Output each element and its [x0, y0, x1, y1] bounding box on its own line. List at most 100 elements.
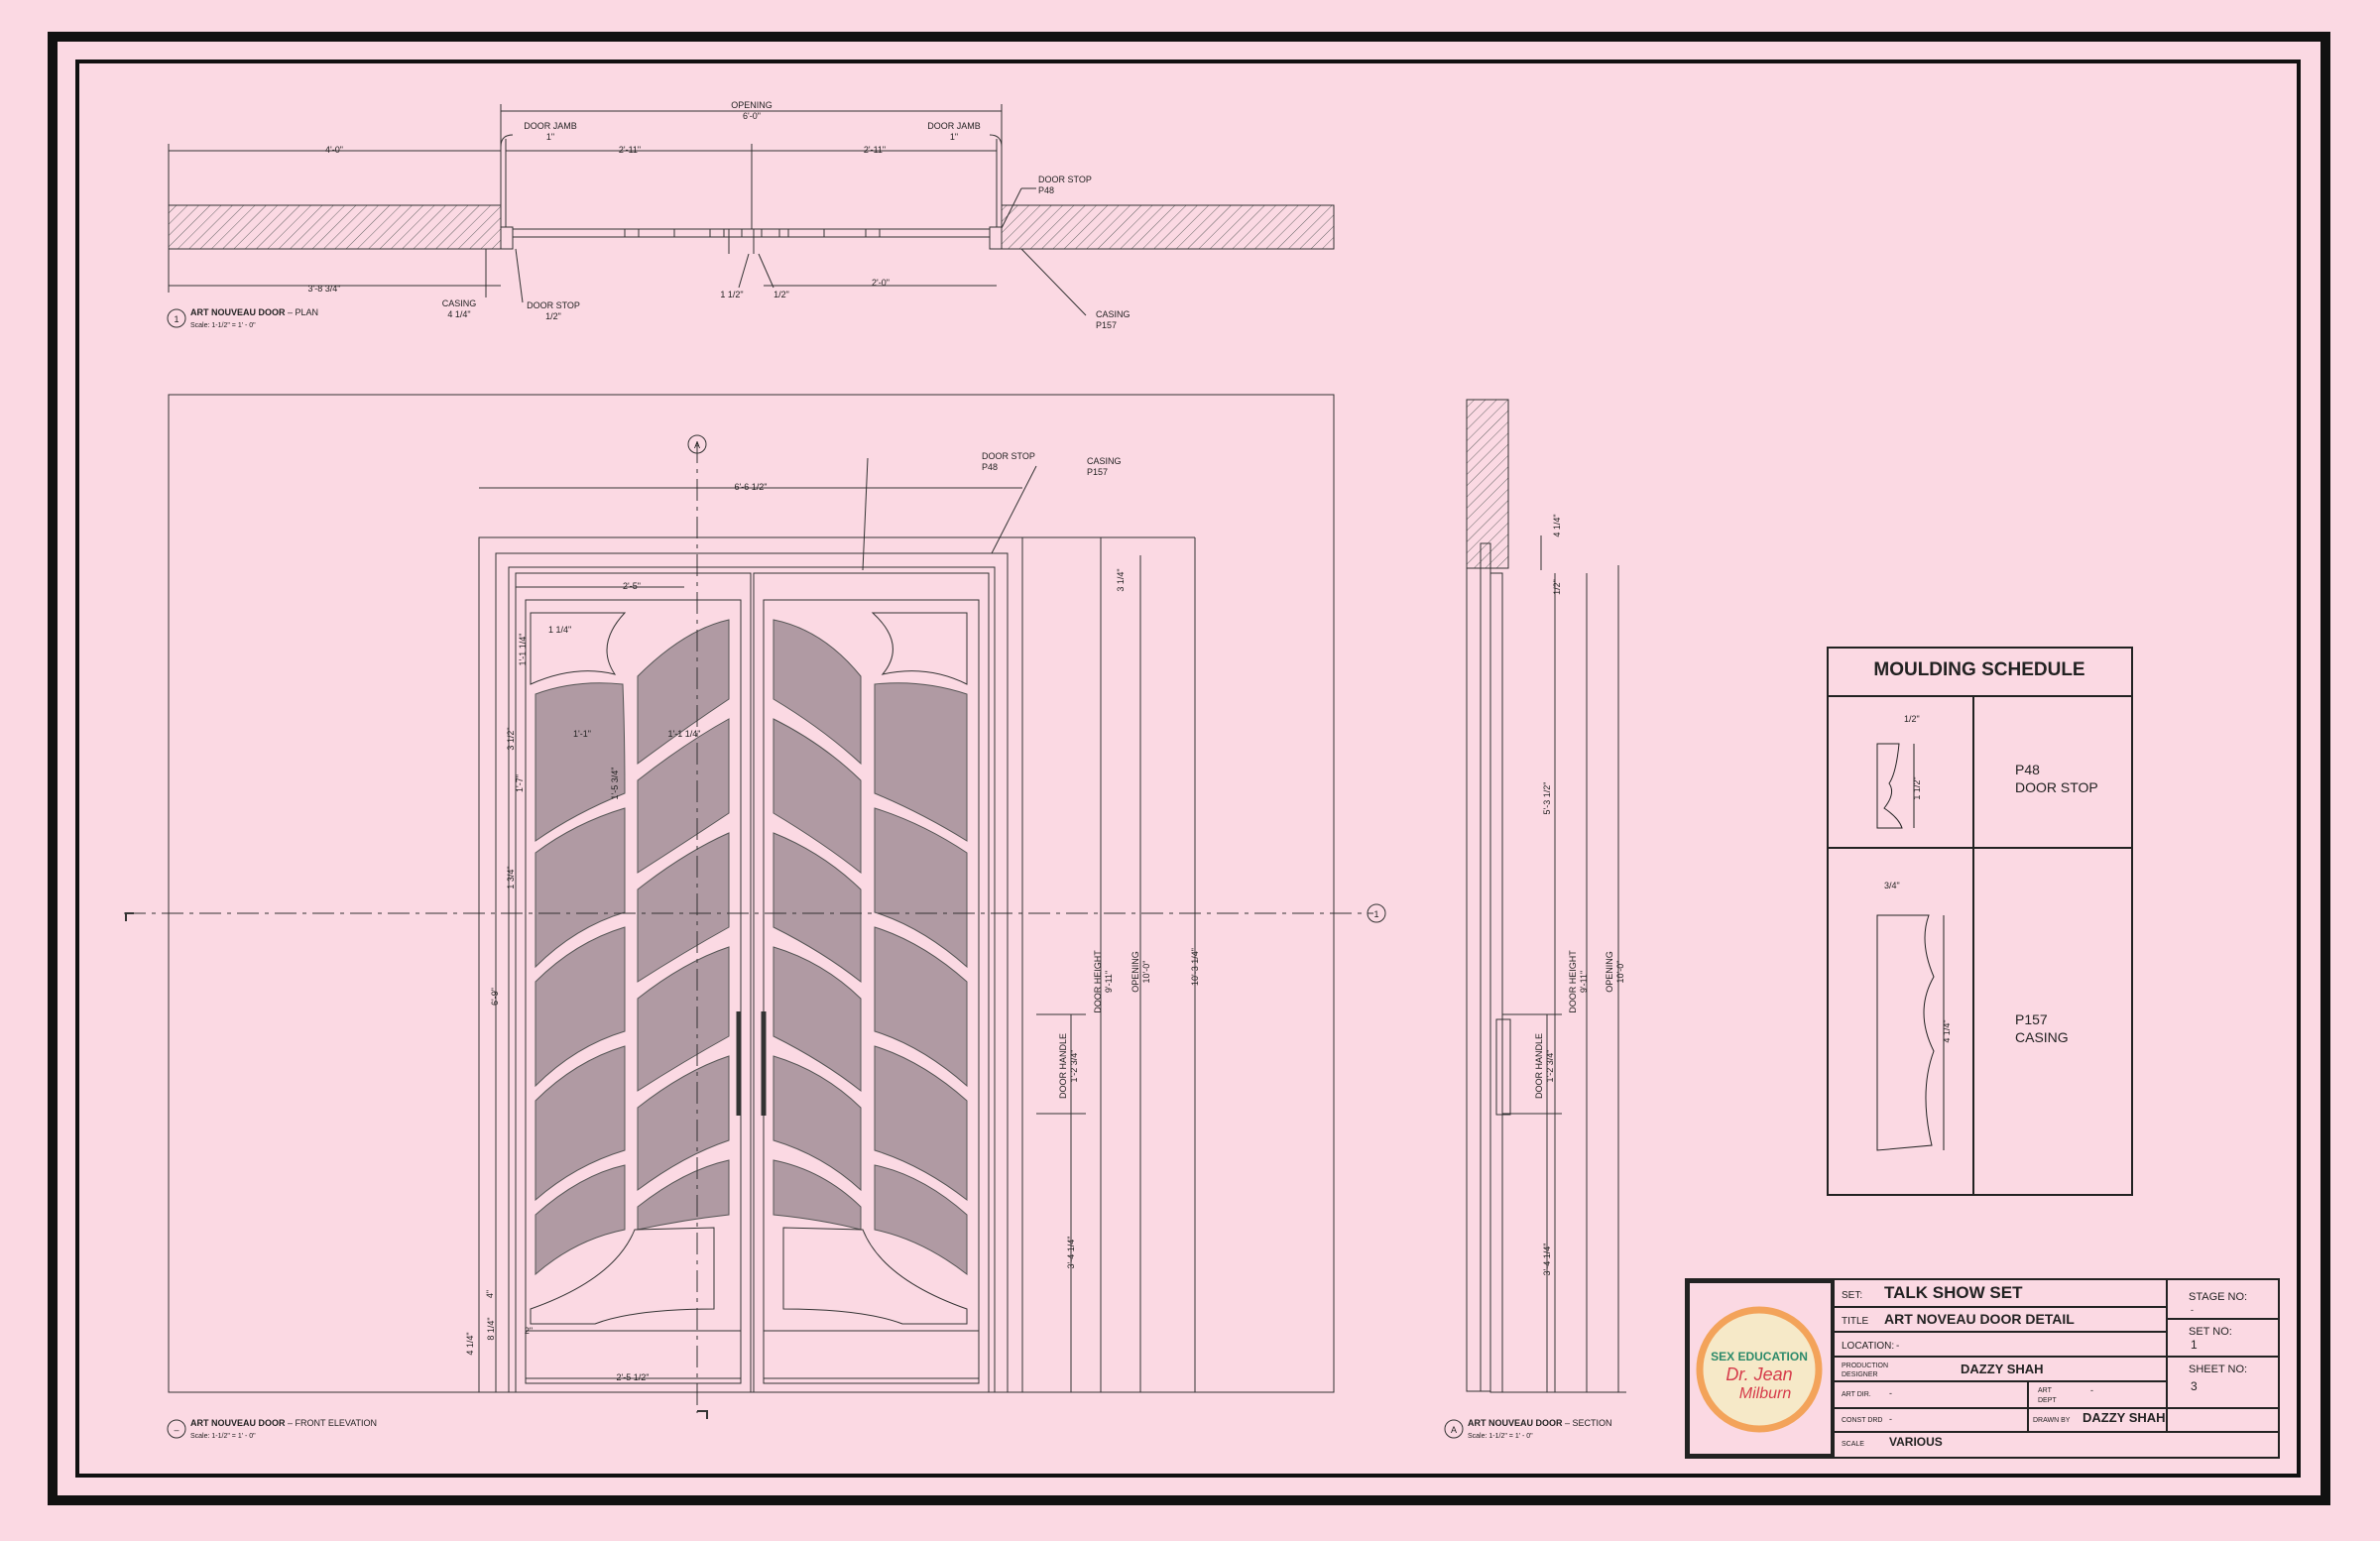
- plan-opening-value: 6'-0": [743, 111, 761, 121]
- glass-panes-right: [773, 619, 968, 1276]
- tb-designer-label-1: PRODUCTION: [1842, 1363, 1888, 1369]
- elev-dim-1-1-1-4: 1'-1 1/4": [518, 634, 528, 666]
- sec-door-height: DOOR HEIGHT: [1568, 950, 1578, 1013]
- elev-marker-1: 1: [1373, 909, 1378, 919]
- plan-casing-value: 4 1/4": [447, 309, 470, 319]
- plan-door-jamb-right: DOOR JAMB: [927, 121, 981, 131]
- plan-dim-bottom-left: 3'-8 3/4": [308, 284, 341, 294]
- sec-title-num: A: [1451, 1425, 1457, 1435]
- tb-drawn-by-value: DAZZY SHAH: [2082, 1410, 2166, 1425]
- schedule-p157-code: P157: [2015, 1011, 2048, 1027]
- plan-dim-center-b: 1/2": [774, 290, 789, 299]
- tb-set-label: SET:: [1842, 1290, 1862, 1301]
- plan-casing-code: P157: [1096, 320, 1117, 330]
- tb-location-value: -: [1896, 1341, 1899, 1352]
- plan-opening-label: OPENING: [731, 100, 773, 110]
- elev-dim-3-4-1-4: 3'-4 1/4": [1066, 1237, 1076, 1269]
- inner-border: [75, 59, 2301, 1478]
- elev-casing-code: P157: [1087, 467, 1108, 477]
- plan-title: ART NOUVEAU DOOR: [190, 307, 286, 317]
- plan-door-stop-code: P48: [1038, 185, 1054, 195]
- elev-dim-3-1-2: 3 1/2": [506, 727, 516, 750]
- tb-art-dept-label-1: ART: [2038, 1387, 2053, 1394]
- tb-drawn-by-label: DRAWN BY: [2033, 1417, 2071, 1424]
- door-leaf-right: [753, 572, 990, 1393]
- door-leaf-left: [515, 572, 752, 1393]
- sec-door-handle: DOOR HANDLE: [1534, 1033, 1544, 1099]
- tb-stage-no-value: -: [2191, 1305, 2194, 1315]
- elev-title-num: –: [174, 1425, 178, 1435]
- glass-panes-left: [535, 619, 730, 1276]
- logo-line3: Milburn: [1739, 1385, 1792, 1402]
- title-block-frame: [1685, 1278, 2280, 1459]
- svg-text:ART NOUVEAU DOOR – PLAN: ART NOUVEAU DOOR – PLAN: [190, 307, 318, 317]
- plan-door-stop-value: 1/2": [545, 311, 561, 321]
- logo-ring: [1696, 1306, 1823, 1433]
- sec-title: ART NOUVEAU DOOR: [1468, 1418, 1563, 1428]
- sec-title-rest: – SECTION: [1563, 1418, 1612, 1428]
- schedule-p48-name: DOOR STOP: [2015, 779, 2098, 795]
- tb-scale-label: SCALE: [1842, 1441, 1864, 1448]
- elev-dim-4-1-4: 4 1/4": [465, 1332, 475, 1355]
- tb-sheet-no-value: 3: [2191, 1379, 2198, 1393]
- svg-text:ART NOUVEAU DOOR – SECTION: ART NOUVEAU DOOR – SECTION: [1468, 1418, 1612, 1428]
- tb-designer-label-2: DESIGNER: [1842, 1371, 1878, 1378]
- schedule-p48-dim-a: 1/2": [1904, 714, 1920, 724]
- plan-dim-center-a: 1 1/2": [720, 290, 743, 299]
- schedule-p157-dim-b: 4 1/4": [1942, 1019, 1952, 1042]
- sec-scale: Scale: 1-1/2" = 1' - 0": [1468, 1433, 1533, 1440]
- schedule-p157-dim-a: 3/4": [1884, 881, 1900, 890]
- elev-marker-a: A: [694, 440, 700, 450]
- elev-dim-1-1-4: 1 1/4": [548, 625, 571, 635]
- tb-art-dir-label: ART DIR.: [1842, 1391, 1871, 1398]
- elev-door-stop-code: P48: [982, 462, 998, 472]
- sec-door-height-value: 9'-11": [1579, 971, 1589, 993]
- elev-dim-4: 4": [485, 1290, 495, 1298]
- sec-dim-5-3-1-2: 5'-3 1/2": [1542, 782, 1552, 815]
- plan-title-num: 1: [174, 314, 178, 324]
- plan-door-jamb-right-value: 1": [950, 132, 958, 142]
- plan-scale: Scale: 1-1/2" = 1' - 0": [190, 322, 256, 329]
- logo-line2: Dr. Jean: [1726, 1364, 1792, 1384]
- outer-border: [48, 32, 2330, 1505]
- tb-art-dept-label-2: DEPT: [2038, 1397, 2057, 1404]
- elev-dim-1-5-3-4: 1'-5 3/4": [610, 768, 620, 800]
- elev-overall-width: 6'-6 1/2": [735, 482, 768, 492]
- tb-location-label: LOCATION:: [1842, 1341, 1894, 1352]
- tb-art-dir-value: -: [1889, 1388, 1892, 1398]
- tb-set-no-label: SET NO:: [2189, 1326, 2232, 1338]
- tb-art-dept-value: -: [2090, 1385, 2093, 1395]
- schedule-p48-dim-b: 1 1/2": [1912, 776, 1922, 799]
- plan-title-rest: – PLAN: [286, 307, 319, 317]
- elev-dim-3-1-4: 3 1/4": [1116, 568, 1126, 591]
- sec-dim-3-4-1-4: 3'-4 1/4": [1542, 1244, 1552, 1276]
- elev-title: ART NOUVEAU DOOR: [190, 1418, 286, 1428]
- tb-const-drd-value: -: [1889, 1414, 1892, 1424]
- tb-scale-value: VARIOUS: [1889, 1435, 1943, 1449]
- tb-set-value: TALK SHOW SET: [1884, 1283, 2023, 1302]
- tb-designer-value: DAZZY SHAH: [1961, 1362, 2044, 1376]
- elevation-view: [124, 394, 1386, 1439]
- schedule-title: MOULDING SCHEDULE: [1873, 659, 2084, 680]
- plan-dim-bottom-right: 2'-0": [872, 278, 890, 288]
- schedule-p157-name: CASING: [2015, 1029, 2069, 1045]
- sec-opening: OPENING: [1605, 951, 1614, 993]
- plan-casing-callout: CASING: [1096, 309, 1130, 319]
- elev-top-width: 2'-5": [623, 581, 641, 591]
- plan-dim-leaf-left: 2'-11": [619, 145, 641, 155]
- tb-title-value: ART NOVEAU DOOR DETAIL: [1884, 1311, 2075, 1327]
- sec-dim-half: 1/2": [1552, 579, 1562, 595]
- tb-const-drd-label: CONST DRD: [1842, 1417, 1882, 1424]
- plan-door-jamb-left: DOOR JAMB: [524, 121, 577, 131]
- plan-casing-label: CASING: [442, 298, 477, 308]
- plan-door-jamb-left-value: 1": [546, 132, 554, 142]
- tb-stage-no-label: STAGE NO:: [2189, 1291, 2247, 1303]
- elev-casing-label: CASING: [1087, 456, 1122, 466]
- elev-dim-1-1: 1'-1": [573, 729, 591, 739]
- plan-casing-left: [500, 226, 514, 250]
- section-header: [1466, 399, 1509, 569]
- logo-line1: SEX EDUCATION: [1711, 1350, 1808, 1363]
- schedule-p48-code: P48: [2015, 762, 2040, 777]
- plan-door-stop-label: DOOR STOP: [527, 300, 580, 310]
- plan-wall-left: [168, 204, 502, 250]
